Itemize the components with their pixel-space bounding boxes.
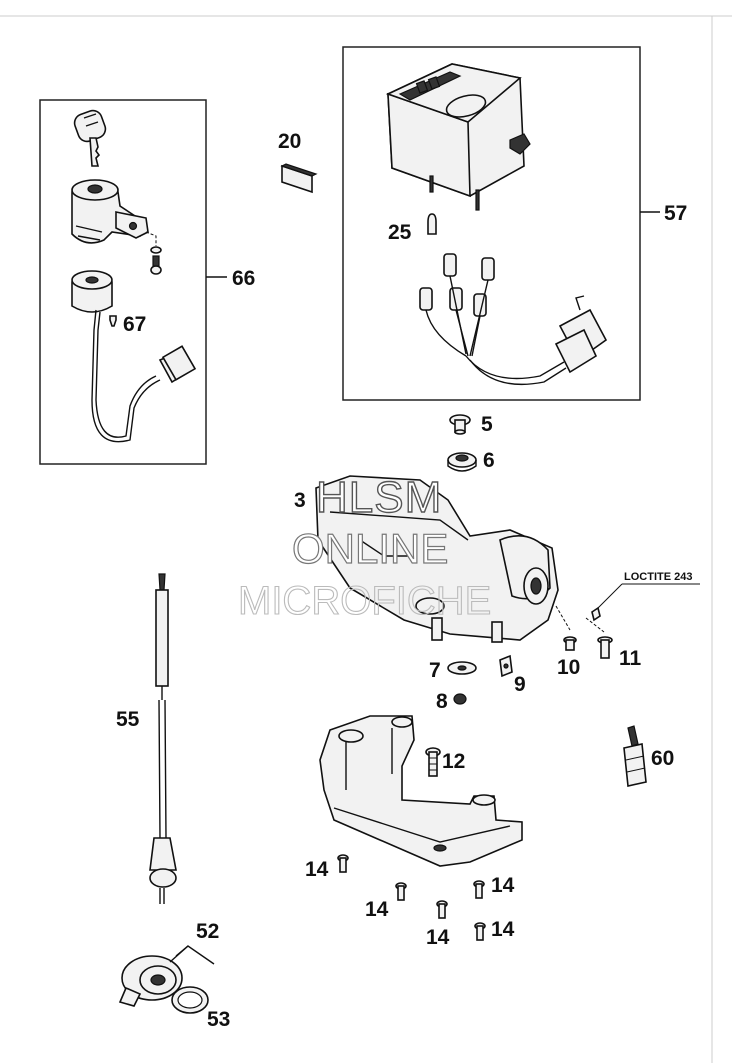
label-3: 3 xyxy=(294,489,306,512)
cable-55-drawing xyxy=(149,573,177,904)
ignition-lock-group xyxy=(39,99,227,465)
ignition-switch-drawing xyxy=(71,270,197,443)
lower-bracket-drawing xyxy=(319,715,523,867)
grommet-6-drawing xyxy=(447,452,477,472)
label-9: 9 xyxy=(514,673,526,696)
ring-53-drawing xyxy=(171,986,209,1014)
loctite-note: LOCTITE 243 xyxy=(624,571,692,583)
label-5: 5 xyxy=(481,413,493,436)
pad-20-drawing xyxy=(280,163,318,194)
instrument-frame xyxy=(342,46,641,401)
watermark-line-3: MICROFICHE xyxy=(238,579,491,623)
watermark-line-2: ONLINE xyxy=(292,525,448,572)
label-14-d: 14 xyxy=(426,926,450,949)
label-14-a: 14 xyxy=(305,858,329,881)
label-10: 10 xyxy=(557,656,580,679)
drive-52-drawing xyxy=(118,945,215,1007)
washer-7-drawing xyxy=(447,661,477,675)
key-drawing xyxy=(73,109,107,167)
loctite-callout xyxy=(591,583,700,615)
instrument-housing-drawing xyxy=(385,63,531,211)
lock-cylinder-drawing xyxy=(71,179,149,244)
label-66: 66 xyxy=(232,267,255,290)
label-14-e: 14 xyxy=(491,918,515,941)
screw-12-drawing xyxy=(425,747,441,777)
label-55: 55 xyxy=(116,708,140,731)
label-6: 6 xyxy=(483,449,495,472)
screw-67-drawing xyxy=(109,315,117,327)
lock-screw-drawing xyxy=(145,231,162,275)
label-11: 11 xyxy=(619,647,642,670)
bottle-60-drawing xyxy=(623,725,647,787)
label-57: 57 xyxy=(664,202,687,225)
label-20: 20 xyxy=(278,130,301,153)
bulb-25-drawing xyxy=(427,213,437,235)
watermark: HLSM ONLINE MICROFICHE xyxy=(237,472,491,623)
label-14-b: 14 xyxy=(365,898,389,921)
wiring-harness-drawing xyxy=(419,253,608,386)
label-60: 60 xyxy=(651,747,674,770)
label-8: 8 xyxy=(436,690,448,713)
screw-10-drawing xyxy=(555,605,601,651)
screw-11-drawing xyxy=(585,617,613,659)
label-53: 53 xyxy=(207,1008,230,1031)
bracket-3-drawing xyxy=(315,475,559,643)
watermark-line-1: HLSM xyxy=(316,473,442,522)
ignition-lock-frame xyxy=(39,99,207,465)
clip-9-drawing xyxy=(499,654,513,678)
grommet-5-drawing xyxy=(449,414,471,435)
instrument-group xyxy=(342,46,660,401)
screws-14-drawing xyxy=(337,854,486,941)
label-67: 67 xyxy=(123,313,146,336)
label-7: 7 xyxy=(429,659,441,682)
label-12: 12 xyxy=(442,750,465,773)
nut-8-drawing xyxy=(453,693,467,705)
label-52: 52 xyxy=(196,920,219,943)
label-25: 25 xyxy=(388,221,412,244)
label-14-c: 14 xyxy=(491,874,515,897)
